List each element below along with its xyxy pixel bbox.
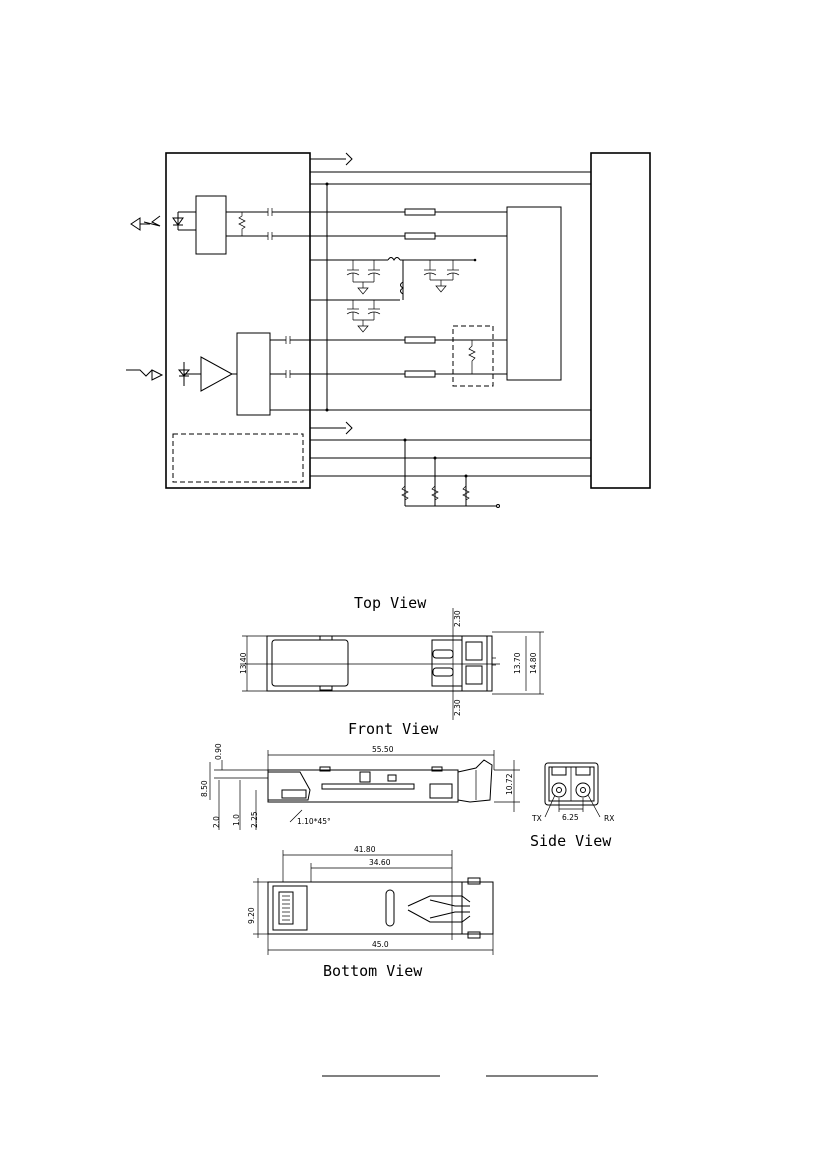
optical-output-arrow-icon xyxy=(130,215,161,231)
side-rx-label: RX xyxy=(604,814,614,823)
dim-8-50: 8.50 xyxy=(200,780,209,797)
side-view: TX 6.25 RX Side View xyxy=(530,762,614,850)
tia-amplifier-icon xyxy=(200,356,234,392)
ground-arrow-bottom-icon xyxy=(310,421,353,435)
dim-14-80: 14.80 xyxy=(529,652,538,674)
dim-13-70: 13.70 xyxy=(513,652,522,674)
dim-6-25: 6.25 xyxy=(562,813,579,822)
top-view: Top View 13.40 2.30 2.30 13.70 14.80 xyxy=(239,594,544,720)
photodiode-icon xyxy=(177,362,201,386)
host-box xyxy=(590,152,651,489)
laser-driver-box xyxy=(195,195,227,255)
dim-2-0: 2.0 xyxy=(212,816,221,828)
serdes-box xyxy=(506,206,562,381)
dim-41-80: 41.80 xyxy=(354,845,376,854)
block-diagram xyxy=(126,152,651,508)
dim-13-40: 13.40 xyxy=(239,652,248,674)
dim-10-72: 10.72 xyxy=(505,773,514,795)
bottom-view: 41.80 34.60 9.20 45.0 Bottom xyxy=(247,845,494,980)
bottom-view-title: Bottom View xyxy=(323,962,423,980)
eeprom-box xyxy=(172,433,304,483)
laser-diode-icon xyxy=(172,211,196,231)
dim-45-0: 45.0 xyxy=(372,940,389,949)
termination-box xyxy=(452,325,494,387)
module-box xyxy=(165,152,311,489)
dim-1-0: 1.0 xyxy=(232,814,241,826)
dim-chamfer: 1.10*45° xyxy=(297,817,331,826)
dim-55-50: 55.50 xyxy=(372,745,394,754)
front-view: Front View 55.50 0.90 8.50 10.72 2.0 1.0 xyxy=(200,720,520,830)
dim-9-20: 9.20 xyxy=(247,907,256,924)
side-tx-label: TX xyxy=(531,814,542,823)
dim-2-25: 2.25 xyxy=(250,811,259,828)
ground-arrow-top-icon xyxy=(310,152,353,166)
top-view-title: Top View xyxy=(354,594,427,612)
post-amp-box xyxy=(236,332,271,416)
front-view-title: Front View xyxy=(348,720,439,738)
dim-0-90: 0.90 xyxy=(214,743,223,760)
side-view-title: Side View xyxy=(530,832,612,850)
dim-34-60: 34.60 xyxy=(369,858,391,867)
dim-2-30-bottom: 2.30 xyxy=(453,699,462,716)
dim-2-30-top: 2.30 xyxy=(453,610,462,627)
optical-input-arrow-icon xyxy=(126,369,164,381)
